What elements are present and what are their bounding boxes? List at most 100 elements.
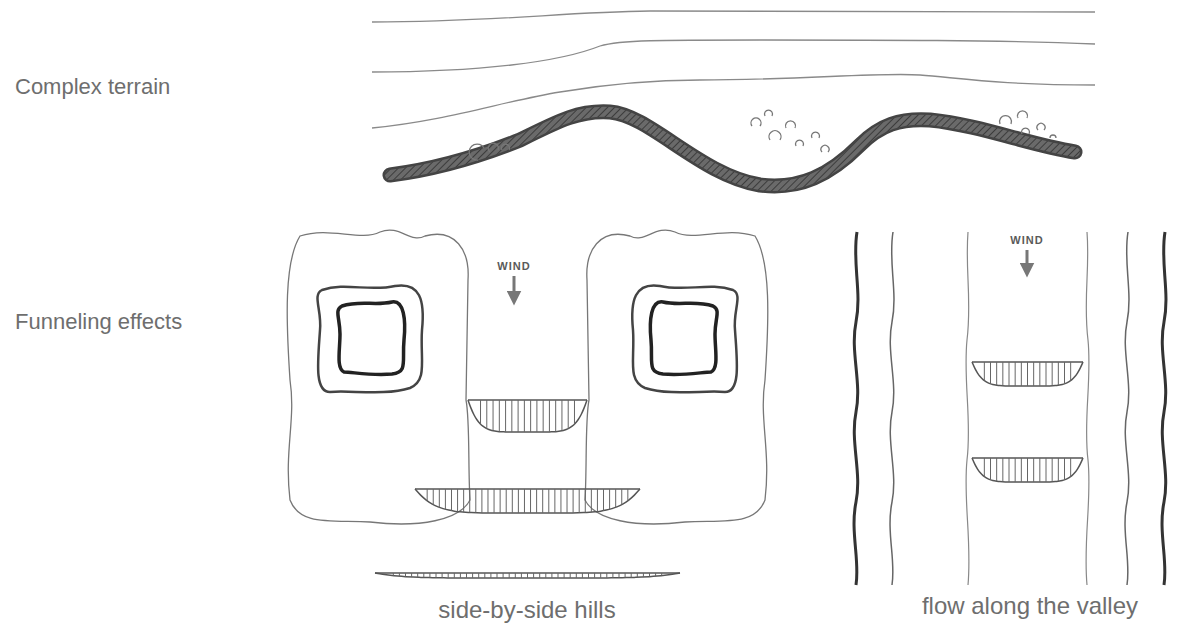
hill xyxy=(287,230,470,524)
profile-tick xyxy=(996,458,997,481)
profile-tick xyxy=(1064,458,1065,480)
profile-tick xyxy=(1070,362,1071,381)
profile-tick xyxy=(637,573,638,577)
profile-tick xyxy=(543,400,544,432)
profile-tick xyxy=(631,573,632,578)
profile-tick xyxy=(1002,362,1003,386)
profile-tick xyxy=(493,400,494,431)
profile-tick xyxy=(427,489,428,501)
profile-tick xyxy=(551,573,552,578)
profile-tick xyxy=(643,573,644,577)
profile-tick xyxy=(573,489,574,513)
profile-tick xyxy=(582,573,583,578)
profile-tick xyxy=(481,489,482,513)
profile-tick xyxy=(619,573,620,578)
profile-tick xyxy=(1052,458,1053,482)
profile-tick xyxy=(505,400,506,432)
profile-tick xyxy=(984,362,985,381)
profile-tick xyxy=(511,400,512,432)
profile-tick xyxy=(609,489,610,509)
profile-tick xyxy=(1033,362,1034,386)
profile-tick xyxy=(606,573,607,578)
velocity-profiles xyxy=(375,362,1083,578)
profile-tick xyxy=(588,573,589,578)
terrain-outline xyxy=(390,112,1075,186)
profile-tick xyxy=(621,489,622,505)
profile-tick xyxy=(439,489,440,507)
profile-tick xyxy=(527,573,528,578)
profile-tick xyxy=(597,489,598,512)
profile-tick xyxy=(393,573,394,576)
profile-tick xyxy=(615,489,616,507)
profile-tick xyxy=(996,362,997,385)
profile-tick xyxy=(500,489,501,513)
profile-tick xyxy=(1009,458,1010,482)
profile-tick xyxy=(451,489,452,511)
profile-tick xyxy=(499,400,500,432)
profile-tick xyxy=(542,489,543,513)
profile-baseline xyxy=(415,488,640,490)
streamlines xyxy=(372,11,1095,128)
profile-tick xyxy=(433,489,434,505)
wind-label: WIND xyxy=(497,260,530,272)
profile-tick xyxy=(1021,362,1022,386)
profile-curve xyxy=(468,400,587,432)
profile-tick xyxy=(429,573,430,578)
profile-tick xyxy=(1027,458,1028,482)
profile-tick xyxy=(576,573,577,578)
profile-tick xyxy=(494,489,495,513)
profile-tick xyxy=(567,489,568,513)
profile-tick xyxy=(506,489,507,513)
profile-tick xyxy=(1046,458,1047,482)
profile-tick xyxy=(1039,458,1040,482)
profile-tick xyxy=(1070,458,1071,477)
profile-tick xyxy=(411,573,412,577)
profile-tick xyxy=(512,489,513,513)
profile-tick xyxy=(574,400,575,424)
profile-tick xyxy=(405,573,406,577)
profile-tick xyxy=(548,489,549,513)
profile-tick xyxy=(478,573,479,578)
profile-tick xyxy=(497,573,498,578)
profile-tick xyxy=(487,489,488,513)
profile-tick xyxy=(1064,362,1065,384)
wind-arrow xyxy=(513,276,516,298)
profile-tick xyxy=(480,400,481,424)
profile-tick xyxy=(486,400,487,429)
profile-tick xyxy=(509,573,510,578)
hill xyxy=(585,230,768,524)
profile-curve xyxy=(415,489,640,513)
profile-tick xyxy=(469,489,470,513)
row-label: Complex terrain xyxy=(15,75,170,99)
profile-tick xyxy=(399,573,400,576)
profile-tick xyxy=(984,458,985,477)
wind-arrow xyxy=(1026,250,1029,270)
profile-tick xyxy=(1009,362,1010,386)
profile-tick xyxy=(555,400,556,432)
profile-tick xyxy=(503,573,504,578)
profile-tick xyxy=(1033,458,1034,482)
profile-curve xyxy=(972,362,1083,386)
row-label: Funneling effects xyxy=(15,310,182,334)
profile-tick xyxy=(536,489,537,513)
profile-tick xyxy=(472,573,473,578)
profile-tick xyxy=(533,573,534,578)
profile-tick xyxy=(1058,362,1059,385)
profile-tick xyxy=(445,489,446,509)
eddies xyxy=(469,110,1056,160)
profile-tick xyxy=(1052,362,1053,386)
profile-tick xyxy=(1002,458,1003,482)
profile-tick xyxy=(591,489,592,512)
profile-curve xyxy=(972,458,1083,482)
profile-tick xyxy=(661,573,662,576)
profile-tick xyxy=(625,573,626,578)
profile-tick xyxy=(448,573,449,578)
profile-tick xyxy=(1021,458,1022,482)
profile-tick xyxy=(442,573,443,578)
terrain-band xyxy=(390,112,1075,186)
profile-tick xyxy=(560,489,561,513)
profile-tick xyxy=(524,489,525,513)
profile-tick xyxy=(649,573,650,577)
profile-tick xyxy=(1039,362,1040,386)
profile-tick xyxy=(530,489,531,513)
